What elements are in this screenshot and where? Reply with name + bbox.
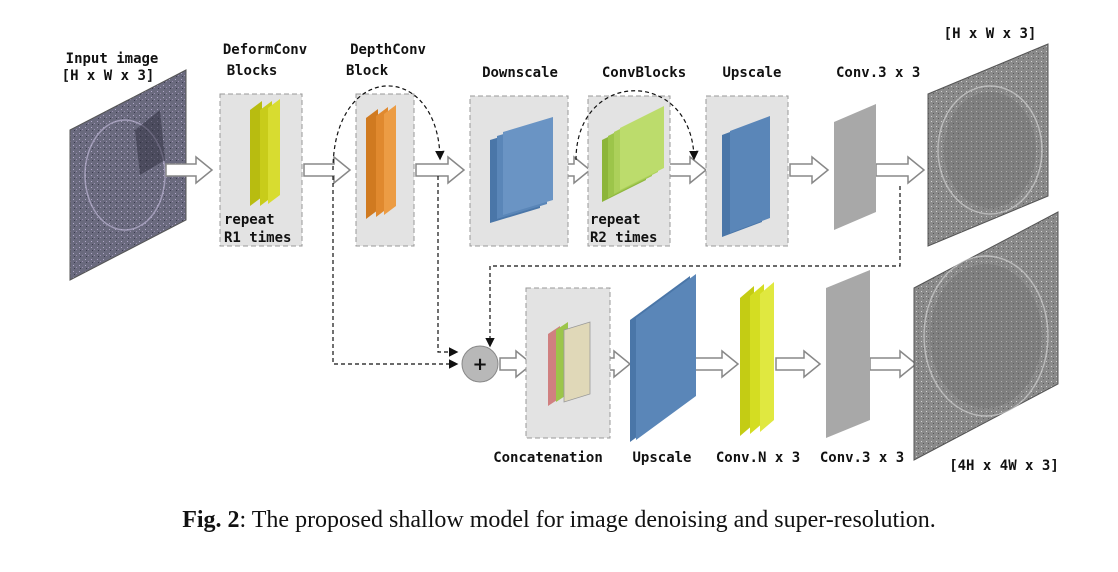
concatenation-label: Concatenation: [493, 450, 603, 466]
conv33-top-label: Conv.3 x 3: [836, 65, 920, 81]
caption-prefix: Fig. 2: [182, 507, 240, 533]
input-image: [69, 69, 187, 281]
depthconv-title: DepthConv: [350, 42, 426, 58]
caption-separator: :: [239, 507, 247, 533]
output-top-dims: [H x W x 3]: [944, 26, 1037, 42]
downscale-label: Downscale: [482, 65, 558, 81]
upscale-top-block: [705, 95, 789, 247]
convN3-block: [740, 282, 774, 436]
convblocks-block: [587, 95, 671, 247]
downscale-block: [469, 95, 569, 247]
upscale-top-label: Upscale: [722, 65, 781, 81]
flow-arrows-bottom: [499, 349, 918, 379]
deformconv-title: DeformConv: [223, 42, 307, 58]
output-image-bottom: [913, 211, 1059, 461]
convblocks-repeat-arc: [575, 90, 699, 161]
convN3-label: Conv.N x 3: [716, 450, 800, 466]
depthconv-block: [355, 93, 415, 247]
depthconv-subtitle: Block: [346, 63, 389, 79]
figure-caption: Fig. 2: The proposed shallow model for i…: [0, 507, 1118, 534]
deformconv-repeat-count: R1 times: [224, 230, 291, 246]
conv33-bottom-label: Conv.3 x 3: [820, 450, 904, 466]
upscale-bottom-label: Upscale: [632, 450, 691, 466]
convblocks-label: ConvBlocks: [602, 65, 686, 81]
deformconv-repeat: repeat: [224, 212, 275, 228]
input-dims-label: [H x W x 3]: [62, 68, 155, 84]
caption-text: The proposed shallow model for image den…: [246, 507, 936, 533]
output-bottom-dims: [4H x 4W x 3]: [949, 458, 1059, 474]
deformconv-subtitle: Blocks: [227, 63, 278, 79]
sum-node: +: [461, 345, 499, 383]
plus-symbol: +: [472, 354, 487, 375]
skip-connections: [332, 176, 901, 369]
conv33-top-block: [834, 104, 876, 230]
convblocks-repeat: repeat: [590, 212, 641, 228]
architecture-diagram: Input image [H x W x 3] DeformConv Block…: [62, 26, 1059, 474]
concatenation-block: [525, 287, 611, 439]
depthconv-skip-arc: [332, 85, 445, 171]
upscale-bottom-block: [630, 274, 696, 442]
deformconv-blocks: [219, 93, 303, 247]
convblocks-repeat-count: R2 times: [590, 230, 657, 246]
output-image-top: [927, 43, 1049, 247]
conv33-bottom-block: [826, 270, 870, 438]
input-image-label: Input image: [66, 51, 159, 67]
